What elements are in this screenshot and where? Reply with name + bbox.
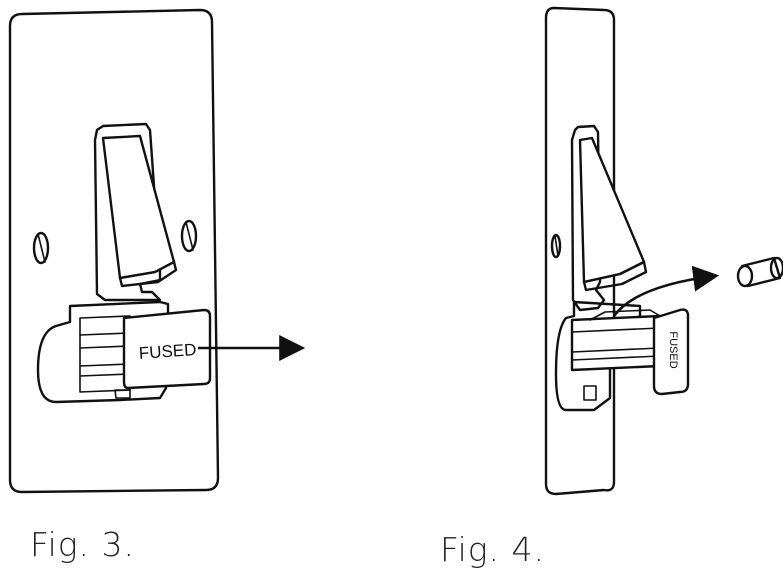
figure-4: FUSED Fig. 4.: [440, 6, 783, 569]
right-screw-icon: [180, 219, 198, 253]
rocker-switch[interactable]: [101, 134, 178, 288]
fuse-carrier-housing: [36, 300, 170, 404]
switch-surround: [570, 124, 606, 312]
fuse-removal-arrow: [612, 265, 720, 317]
fuse-cassette[interactable]: FUSED: [122, 308, 212, 390]
cassette-label: FUSED: [667, 331, 679, 368]
left-screw-icon: [32, 231, 50, 265]
wall-plate: [8, 8, 220, 494]
fuse-cassette-extracted[interactable]: FUSED: [570, 308, 690, 396]
figure-3-caption: Fig. 3.: [30, 525, 135, 564]
left-screw-icon: [550, 233, 562, 259]
figure-3: FUSED Fig. 3.: [8, 8, 306, 564]
rocker-switch[interactable]: [578, 136, 648, 292]
fuse-carrier-housing: [554, 300, 642, 412]
switch-surround: [93, 122, 162, 302]
wall-plate-angled: [544, 6, 616, 496]
cassette-slot: [79, 315, 131, 393]
cassette-label: FUSED: [138, 340, 197, 363]
cartridge-fuse-icon: [736, 256, 783, 288]
figure-4-caption: Fig. 4.: [440, 530, 545, 569]
